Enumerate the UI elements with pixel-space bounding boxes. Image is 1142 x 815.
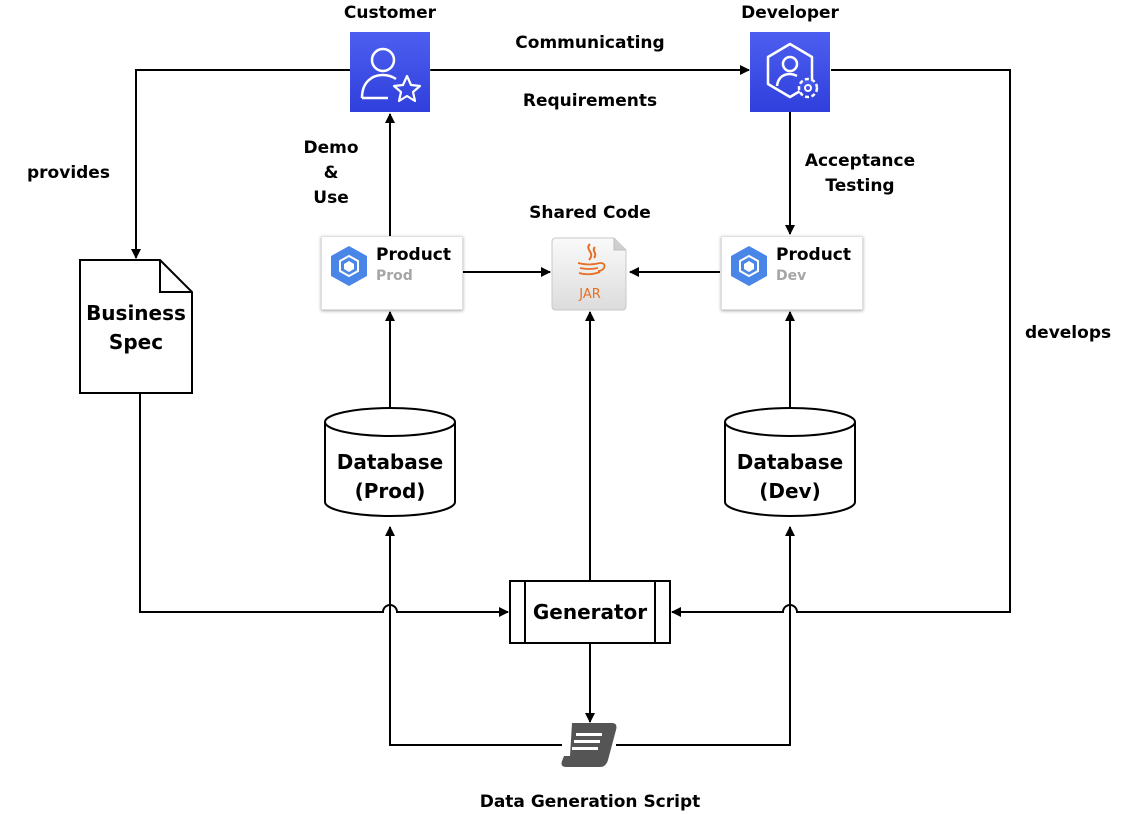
product-dev-title: Product	[776, 245, 851, 265]
demo-label-line1: Demo	[303, 138, 359, 158]
gcp-hexagon-icon	[331, 246, 367, 286]
communicating-label: Communicating	[515, 33, 665, 53]
database-prod-line1: Database	[336, 450, 444, 474]
shared-code-label: Shared Code	[529, 203, 651, 223]
edge-script-to-dbprod	[385, 526, 562, 746]
database-dev-cylinder	[724, 407, 856, 517]
jar-icon-text: JAR	[579, 287, 601, 302]
generator-label: Generator	[532, 600, 648, 624]
acceptance-label-line2: Testing	[825, 176, 895, 196]
customer-icon	[350, 32, 430, 112]
gcp-hexagon-icon	[731, 246, 767, 286]
product-dev-card: Product Dev	[721, 236, 863, 310]
edge-script-to-dbdev	[616, 526, 795, 746]
business-spec-document	[79, 259, 193, 394]
requirements-label: Requirements	[522, 91, 658, 111]
script-scroll-icon	[561, 723, 617, 767]
script-label: Data Generation Script	[479, 792, 701, 812]
java-jar-icon	[551, 237, 627, 311]
developer-icon	[750, 32, 830, 112]
demo-label-line3: Use	[313, 188, 349, 208]
customer-label: Customer	[343, 3, 437, 23]
database-dev-line2: (Dev)	[759, 479, 821, 503]
provides-label: provides	[27, 163, 110, 183]
generator-process	[509, 580, 671, 644]
edge-spec-to-generator	[139, 393, 509, 617]
product-prod-subtitle: Prod	[376, 268, 413, 284]
acceptance-label-line1: Acceptance	[804, 151, 916, 171]
database-prod-cylinder	[324, 407, 456, 517]
developer-label: Developer	[741, 3, 839, 23]
product-prod-title: Product	[376, 245, 451, 265]
product-prod-card: Product Prod	[321, 236, 463, 310]
database-prod-line2: (Prod)	[354, 479, 426, 503]
develops-label: develops	[1025, 323, 1112, 343]
demo-label-line2: &	[323, 163, 339, 183]
product-dev-subtitle: Dev	[776, 268, 807, 284]
database-dev-line1: Database	[736, 450, 844, 474]
business-spec-line2: Spec	[108, 330, 164, 354]
edge-develops	[671, 69, 1011, 617]
edge-provides	[131, 69, 350, 259]
business-spec-line1: Business	[86, 301, 186, 325]
